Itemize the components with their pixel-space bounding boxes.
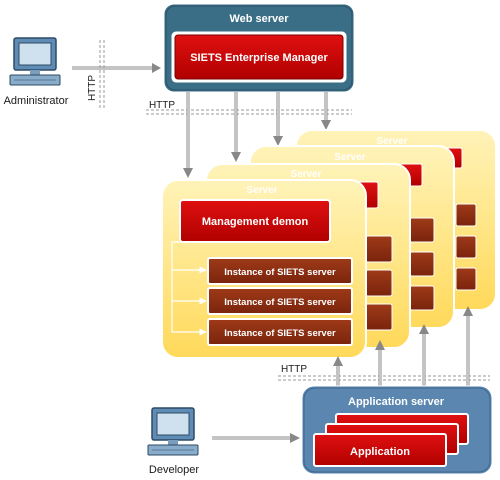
appserver-to-servers-arrows: [333, 306, 473, 386]
server-stack-label-2: Server: [334, 152, 365, 163]
application-stack: [313, 413, 469, 467]
administrator-label: Administrator: [4, 95, 69, 107]
web-server-title: Web server: [229, 13, 289, 25]
instance-label-3: Instance of SIETS server: [224, 328, 336, 339]
management-demon-label: Management demon: [202, 216, 309, 228]
instance-box-3: [207, 318, 353, 346]
management-demon-box: [179, 199, 331, 243]
siets-enterprise-manager-label: SIETS Enterprise Manager: [190, 52, 328, 64]
developer-computer-icon: [147, 407, 199, 456]
server-stack-label-3: Server: [376, 136, 407, 147]
firewall-bottom-dashed: [278, 375, 490, 381]
admin-to-webserver-arrow: [72, 63, 161, 73]
http-bottom-label: HTTP: [281, 364, 307, 375]
instance-box-2: [207, 287, 353, 315]
webserver-to-servers-arrows: [183, 92, 331, 178]
firewall-top-dashed: [146, 109, 352, 115]
application-server-title: Application server: [348, 396, 445, 408]
demon-to-instances-connectors: [171, 241, 207, 336]
application-label: Application: [350, 446, 410, 458]
server-stack-label-1: Server: [290, 169, 321, 180]
http-top-label: HTTP: [149, 100, 175, 111]
firewall-vertical-dashed: [99, 40, 105, 110]
instance-label-2: Instance of SIETS server: [224, 297, 336, 308]
http-vertical-label: HTTP: [87, 75, 98, 101]
developer-to-appserver-arrow: [212, 433, 300, 443]
instance-label-1: Instance of SIETS server: [224, 267, 336, 278]
siets-enterprise-manager-box: [171, 31, 347, 83]
developer-label: Developer: [149, 464, 199, 476]
instance-box-1: [207, 257, 353, 285]
server-front-label: Server: [246, 185, 277, 196]
administrator-computer-icon: [9, 37, 61, 86]
